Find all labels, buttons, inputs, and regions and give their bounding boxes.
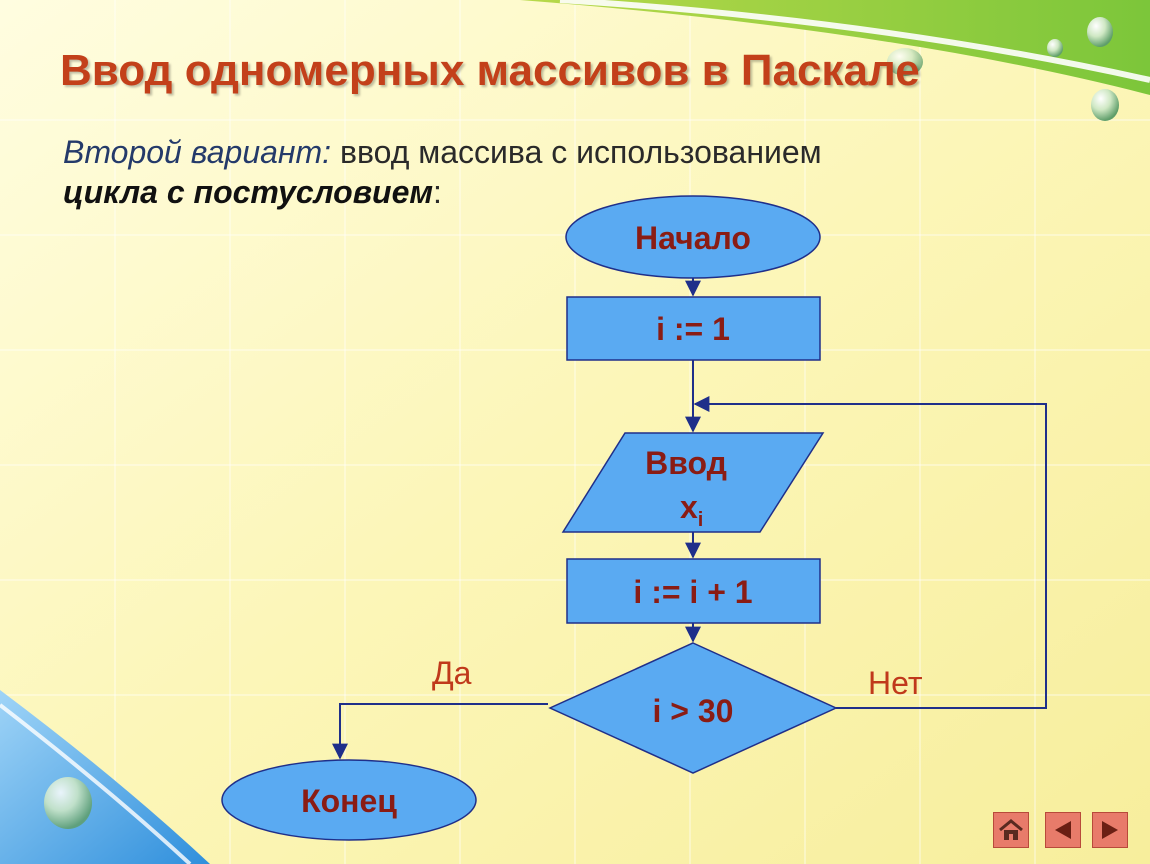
- connector-yes-end: [332, 703, 548, 760]
- input-variable: xi: [680, 489, 703, 531]
- water-drop-icon: [44, 777, 92, 829]
- input-subscript: i: [698, 509, 704, 531]
- home-icon: [999, 819, 1023, 840]
- green-swoosh: [520, 0, 1150, 95]
- subtitle-bold: цикла с постусловием: [63, 174, 434, 210]
- prev-slide-button[interactable]: [1045, 812, 1081, 848]
- prev-arrow-icon: [1055, 821, 1071, 839]
- condition-label: i > 30: [653, 693, 734, 729]
- init-label: i := 1: [656, 311, 730, 347]
- subtitle-rest: ввод массива с использованием: [331, 134, 822, 170]
- increment-process: [566, 558, 821, 624]
- input-parallelogram: [561, 432, 825, 533]
- end-terminator: [221, 759, 477, 841]
- increment-label: i := i + 1: [633, 574, 752, 610]
- subtitle-lead: Второй вариант:: [63, 134, 332, 170]
- init-process: [566, 296, 821, 361]
- water-drop-icon: [1087, 17, 1113, 47]
- next-slide-button[interactable]: [1092, 812, 1128, 848]
- connector-no-loop: [693, 396, 1047, 709]
- slide-subtitle: Второй вариант: ввод массива с использов…: [63, 132, 822, 212]
- condition-decision: [548, 642, 838, 774]
- water-drop-icon: [1047, 39, 1063, 57]
- input-label: Ввод: [645, 445, 727, 481]
- yes-label: Да: [432, 655, 472, 691]
- home-button[interactable]: [993, 812, 1029, 848]
- input-var: x: [680, 489, 698, 525]
- subtitle-end: :: [433, 174, 442, 210]
- start-terminator: [565, 195, 821, 279]
- water-drop-icon: [1091, 89, 1119, 121]
- no-label: Нет: [868, 665, 923, 701]
- end-label: Конец: [301, 783, 397, 819]
- next-arrow-icon: [1102, 821, 1118, 839]
- start-label: Начало: [635, 220, 751, 256]
- water-drop-icon: [887, 48, 923, 76]
- slide-title: Ввод одномерных массивов в Паскале: [60, 46, 920, 95]
